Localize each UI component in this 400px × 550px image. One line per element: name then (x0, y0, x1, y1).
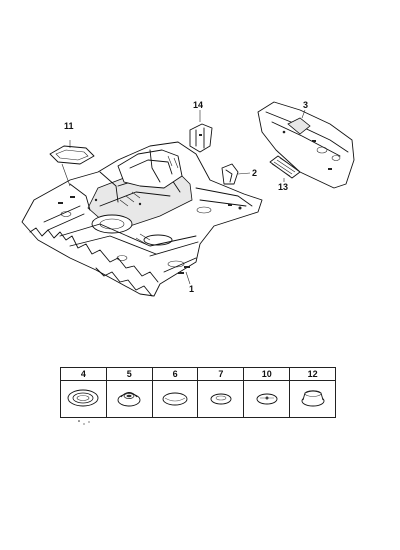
callout-part-13: 13 (278, 182, 289, 192)
plug-cell-5 (105, 380, 153, 418)
legend-part-number: 7 (197, 367, 245, 381)
plug-icon-7 (210, 393, 232, 405)
callout-part-1: 1 (189, 284, 195, 294)
plug-cell-6 (151, 380, 199, 418)
callout-part-2: 2 (252, 168, 258, 178)
legend-part-number: 4 (60, 367, 107, 381)
scan-speck-marks (78, 420, 90, 425)
bracket-part-14 (189, 110, 213, 153)
callout-part-11: 11 (64, 121, 74, 131)
clip-part-2 (221, 163, 251, 185)
callout-part-3: 3 (303, 100, 309, 110)
legend-part-number: 10 (243, 367, 291, 381)
plug-icon-10 (256, 393, 278, 405)
legend-number-row: 4 5 6 7 10 12 (60, 367, 336, 381)
callout-part-14: 14 (193, 100, 204, 110)
legend-picture-row (60, 380, 336, 418)
plug-icon-5 (117, 392, 141, 407)
legend-part-number: 5 (105, 367, 153, 381)
floor-pan-assembly (21, 141, 263, 297)
rear-panel-part-3 (257, 101, 355, 189)
plug-legend-table: 4 5 6 7 10 12 (60, 367, 336, 418)
plug-cell-10 (243, 380, 291, 418)
plug-icon-6 (162, 392, 188, 406)
plug-cell-12 (289, 380, 336, 418)
plug-cell-4 (60, 380, 107, 418)
plug-cell-7 (197, 380, 245, 418)
legend-part-number: 6 (151, 367, 199, 381)
plug-icon-12 (301, 390, 325, 407)
plug-icon-4 (67, 389, 99, 407)
cover-plate-part-11 (49, 140, 95, 187)
vent-grille-part-13 (269, 155, 301, 182)
legend-part-number: 12 (289, 367, 336, 381)
